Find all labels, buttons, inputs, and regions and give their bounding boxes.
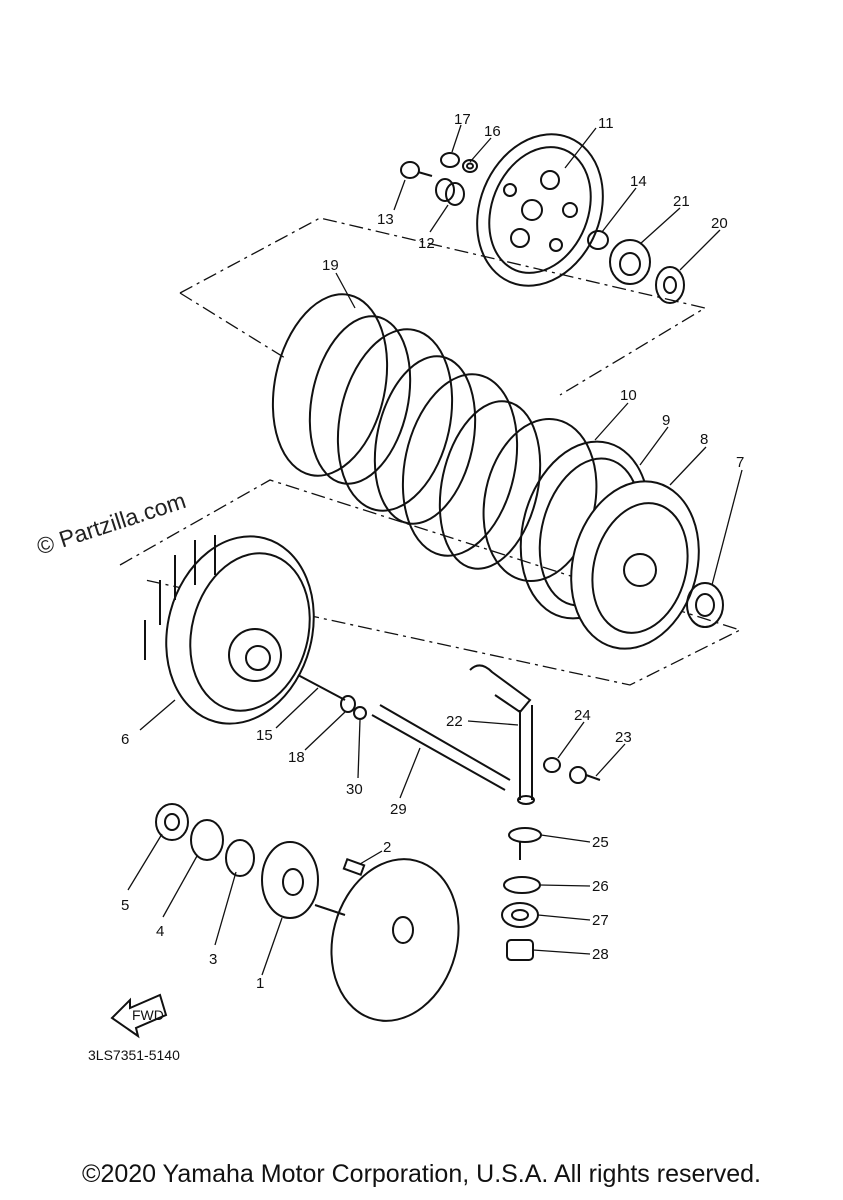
part-clutch-boss (570, 480, 700, 650)
part-push-lever (469, 664, 601, 805)
part-push-rods (297, 674, 511, 791)
callout-10: 10 (620, 387, 637, 404)
watermark-text: © Partzilla.com (34, 487, 189, 560)
callout-18: 18 (288, 749, 305, 766)
callout-leaders (127, 124, 743, 976)
callout-23: 23 (615, 729, 632, 746)
fwd-arrow: FWD (110, 993, 168, 1039)
part-clutch-housing (144, 535, 315, 725)
callout-20: 20 (711, 215, 728, 232)
callout-17: 17 (454, 111, 471, 128)
part-small-hardware-top (400, 152, 685, 304)
callout-13: 13 (377, 211, 394, 228)
part-lower-hardware (501, 827, 542, 961)
callout-27: 27 (592, 912, 609, 929)
callout-11: 11 (598, 115, 614, 132)
part-lower-gear-stack (155, 803, 460, 1022)
fwd-label: FWD (132, 1007, 164, 1023)
callout-2: 2 (383, 839, 391, 856)
callout-3: 3 (209, 951, 217, 968)
callout-30: 30 (346, 781, 363, 798)
assembly-boundary-lines (119, 217, 742, 686)
callout-16: 16 (484, 123, 501, 140)
callout-14: 14 (630, 173, 647, 190)
callout-5: 5 (121, 897, 129, 914)
callout-28: 28 (592, 946, 609, 963)
callout-29: 29 (390, 801, 407, 818)
callout-19: 19 (322, 257, 339, 274)
callout-22: 22 (446, 713, 463, 730)
callout-21: 21 (673, 193, 690, 210)
part-pressure-plate (476, 133, 604, 287)
callout-4: 4 (156, 923, 164, 940)
callout-26: 26 (592, 878, 609, 895)
callout-7: 7 (736, 454, 744, 471)
callout-8: 8 (700, 431, 708, 448)
diagram-code: 3LS7351-5140 (88, 1047, 180, 1063)
callout-12: 12 (418, 235, 435, 252)
callout-labels: 11 16 17 13 12 14 21 20 19 10 9 8 7 6 15… (121, 111, 744, 992)
callout-1: 1 (256, 975, 264, 992)
copyright-notice: ©2020 Yamaha Motor Corporation, U.S.A. A… (82, 1160, 761, 1188)
callout-9: 9 (662, 412, 670, 429)
part-clutch-plates (271, 293, 598, 583)
part-lock-washer (686, 582, 724, 628)
callout-25: 25 (592, 834, 609, 851)
callout-6: 6 (121, 731, 129, 748)
callout-15: 15 (256, 727, 273, 744)
callout-24: 24 (574, 707, 591, 724)
